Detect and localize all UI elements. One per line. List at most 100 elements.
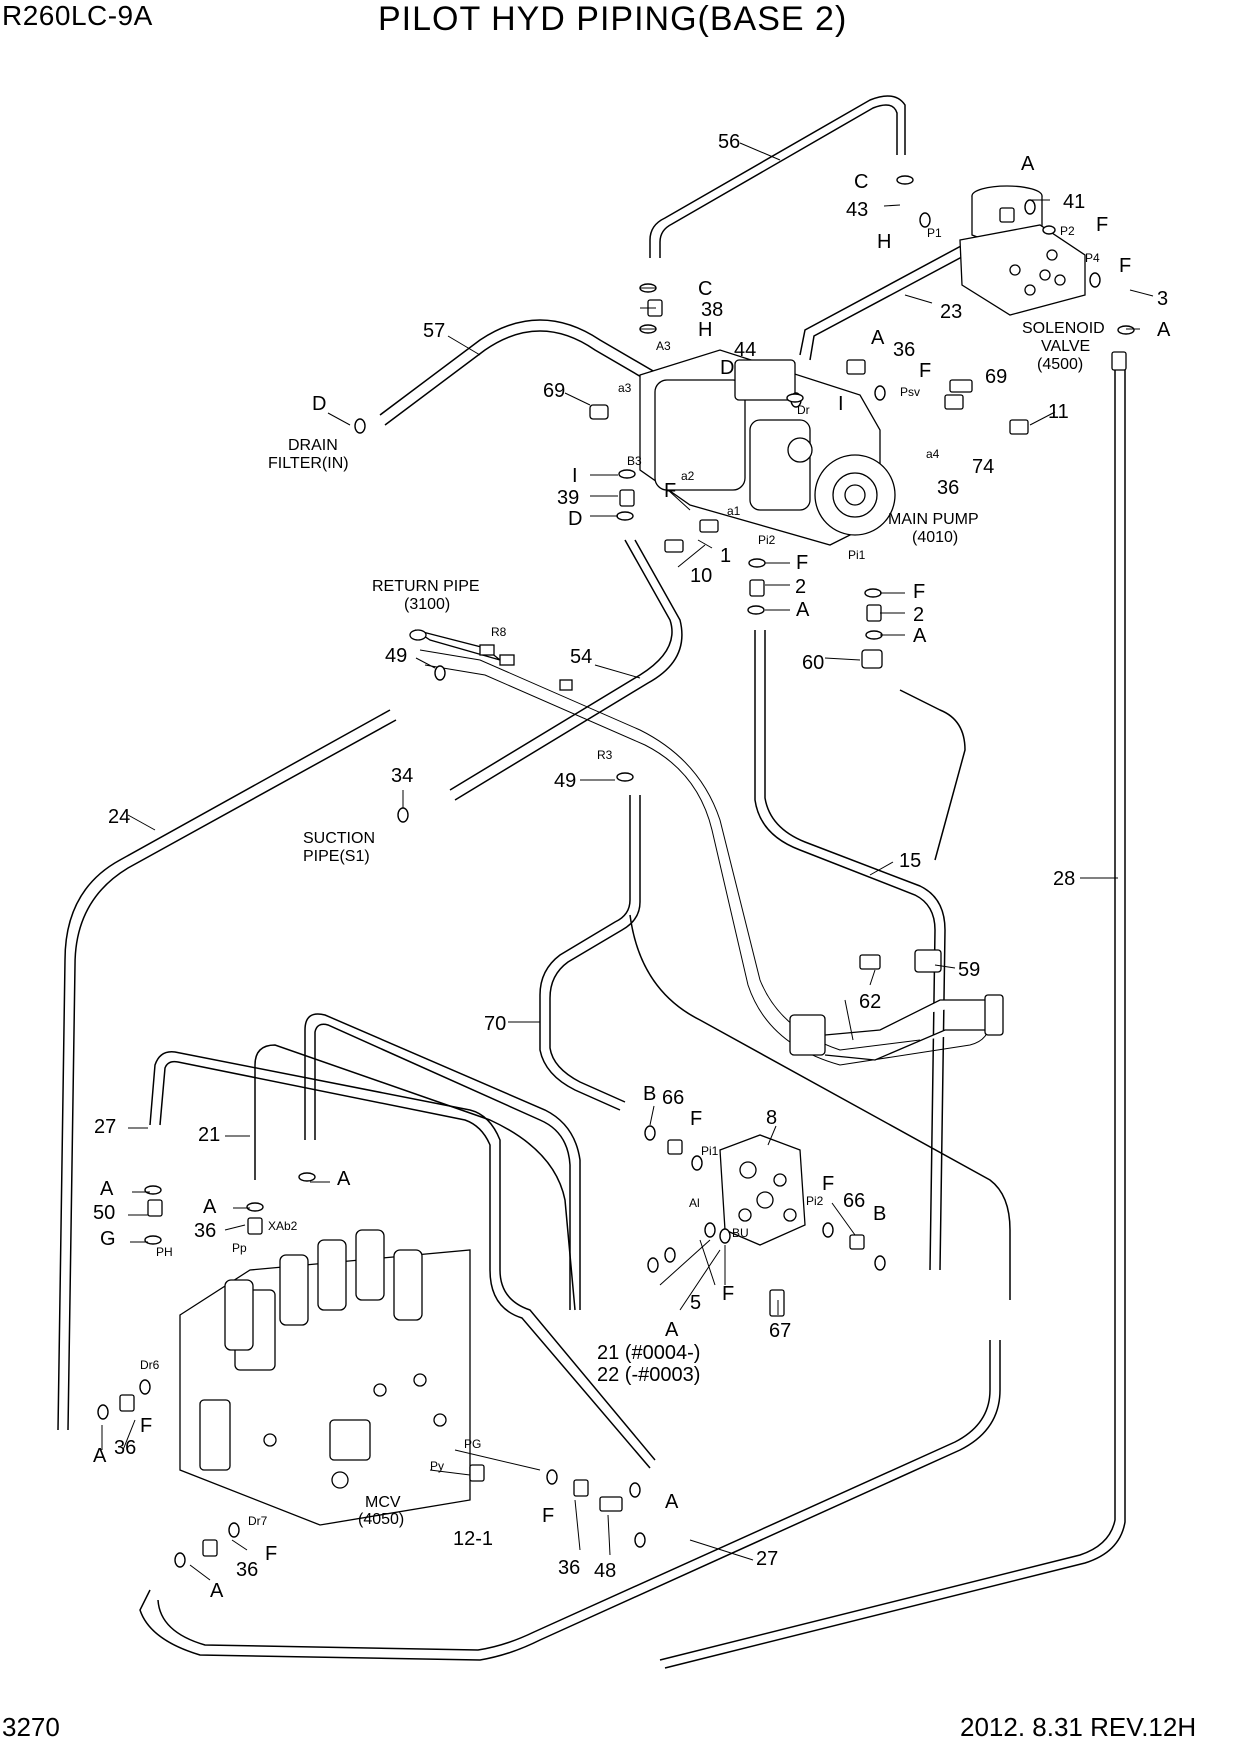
- callout-11: 11: [1048, 401, 1069, 423]
- callout-49b: 49: [554, 770, 576, 792]
- port-p2: P2: [1060, 224, 1075, 238]
- letter-f-11: F: [542, 1505, 554, 1527]
- pipe-23: [799, 224, 1001, 356]
- letter-a-9: A: [203, 1196, 217, 1218]
- callout-66a: 66: [662, 1087, 684, 1109]
- callout-67: 67: [769, 1320, 791, 1342]
- callout-34: 34: [391, 765, 413, 787]
- letter-c-1: C: [854, 171, 868, 193]
- callout-48: 48: [594, 1560, 616, 1582]
- drain-filter-label-1: DRAIN: [288, 437, 338, 454]
- pipe-70-long: [629, 914, 1011, 1300]
- mcv-body: [179, 1229, 471, 1526]
- port-dr7: Dr7: [248, 1514, 268, 1528]
- revision-date: 2012. 8.31 REV.12H: [960, 1712, 1197, 1742]
- callout-10: 10: [690, 565, 712, 587]
- port-pp: Pp: [232, 1241, 247, 1255]
- callout-23: 23: [940, 301, 962, 323]
- pipe-57-inner: [384, 330, 716, 426]
- main-pump-body: [639, 349, 896, 546]
- pipe-57: [379, 319, 721, 416]
- port-r8: R8: [491, 625, 507, 639]
- main-pump-label-1: MAIN PUMP: [888, 511, 979, 528]
- pipe-28: [659, 360, 1116, 1661]
- callout-70: 70: [484, 1013, 506, 1035]
- pipe-54: [449, 539, 673, 791]
- reference-letters: A C H F F A C H A D F D I I D F F A F A …: [93, 153, 1171, 1602]
- callout-60: 60: [802, 652, 824, 674]
- letter-a-10: A: [93, 1445, 107, 1467]
- pipe-24-inner: [67, 719, 397, 1431]
- pipe-56: [649, 95, 906, 258]
- letter-f-12: F: [265, 1543, 277, 1565]
- letter-f-3: F: [919, 360, 931, 382]
- callout-27a: 27: [94, 1116, 116, 1138]
- callout-27b: 27: [756, 1548, 778, 1570]
- pipe-27-lower: [139, 1340, 1001, 1661]
- pipe-70-inner: [549, 795, 641, 1103]
- port-py: Py: [430, 1459, 444, 1473]
- pipe-23-inner: [809, 234, 1004, 361]
- port-psv: Psv: [900, 385, 920, 399]
- port-al: Al: [689, 1196, 700, 1210]
- callout-59: 59: [958, 959, 980, 981]
- port-pi2: Pi2: [758, 533, 776, 547]
- callout-69b: 69: [985, 366, 1007, 388]
- pipe-54-inner: [454, 539, 683, 801]
- callout-21: 21: [198, 1124, 220, 1146]
- fittings: [97, 175, 1135, 1568]
- port-pi1: Pi1: [848, 548, 866, 562]
- letter-f-4: F: [664, 480, 676, 502]
- letter-a-3: A: [871, 327, 885, 349]
- callout-44: 44: [734, 339, 756, 361]
- callout-2b: 2: [913, 604, 924, 626]
- letter-a-5: A: [913, 625, 927, 647]
- letter-f-2: F: [1119, 255, 1131, 277]
- callout-15: 15: [899, 850, 921, 872]
- port-ph: PH: [156, 1245, 173, 1259]
- drain-filter-label-2: FILTER(IN): [268, 455, 349, 472]
- page-title: PILOT HYD PIPING(BASE 2): [378, 0, 848, 38]
- pipe-56-inner: [659, 104, 898, 258]
- letter-f-6: F: [913, 581, 925, 603]
- page-number: 3270: [2, 1712, 60, 1742]
- return-pipe-label-1: RETURN PIPE: [372, 578, 480, 595]
- letter-a-7: A: [337, 1168, 351, 1190]
- callout-36f: 36: [236, 1559, 258, 1581]
- callout-8: 8: [766, 1107, 777, 1129]
- letter-a-1: A: [1021, 153, 1035, 175]
- letter-a-11: A: [665, 1491, 679, 1513]
- letter-b-1: B: [643, 1083, 656, 1105]
- pipe-24: [57, 709, 391, 1431]
- solenoid-valve-label-3: (4500): [1037, 356, 1083, 373]
- pipe-27-upper-inner: [159, 1060, 651, 1469]
- callout-36a: 36: [893, 339, 915, 361]
- letter-d-1: D: [720, 357, 734, 379]
- callout-1: 1: [720, 545, 731, 567]
- mcv-label-1: MCV: [365, 1494, 401, 1511]
- port-a2: a2: [681, 469, 695, 483]
- letter-f-9: F: [722, 1283, 734, 1305]
- port-a3-lower: a3: [618, 381, 632, 395]
- pipe-15: [754, 630, 936, 1271]
- port-codes: P1 P2 P4 Psv a3 A3 B3 Dr a4 a2 a1 Pi2 Pi…: [140, 224, 1100, 1528]
- port-pg: PG: [464, 1437, 481, 1451]
- return-pipe-body: [409, 629, 573, 691]
- letter-f-10: F: [140, 1415, 152, 1437]
- pipe-27-upper: [149, 1051, 656, 1461]
- callout-69a: 69: [543, 380, 565, 402]
- letter-a-12: A: [210, 1580, 224, 1602]
- letter-h-1: H: [877, 231, 891, 253]
- port-xab2: XAb2: [268, 1219, 298, 1233]
- port-a1: a1: [727, 504, 741, 518]
- letter-g-1: G: [100, 1228, 116, 1250]
- letter-c-2: C: [698, 278, 712, 300]
- callout-36b: 36: [937, 477, 959, 499]
- callout-12-1: 12-1: [453, 1528, 493, 1550]
- callout-21-22-line1: 21 (#0004-): [597, 1342, 700, 1364]
- port-r3: R3: [597, 748, 613, 762]
- letter-f-8: F: [822, 1173, 834, 1195]
- suction-pipe-label-2: PIPE(S1): [303, 848, 370, 865]
- main-pump-label-2: (4010): [912, 529, 958, 546]
- callout-66b: 66: [843, 1190, 865, 1212]
